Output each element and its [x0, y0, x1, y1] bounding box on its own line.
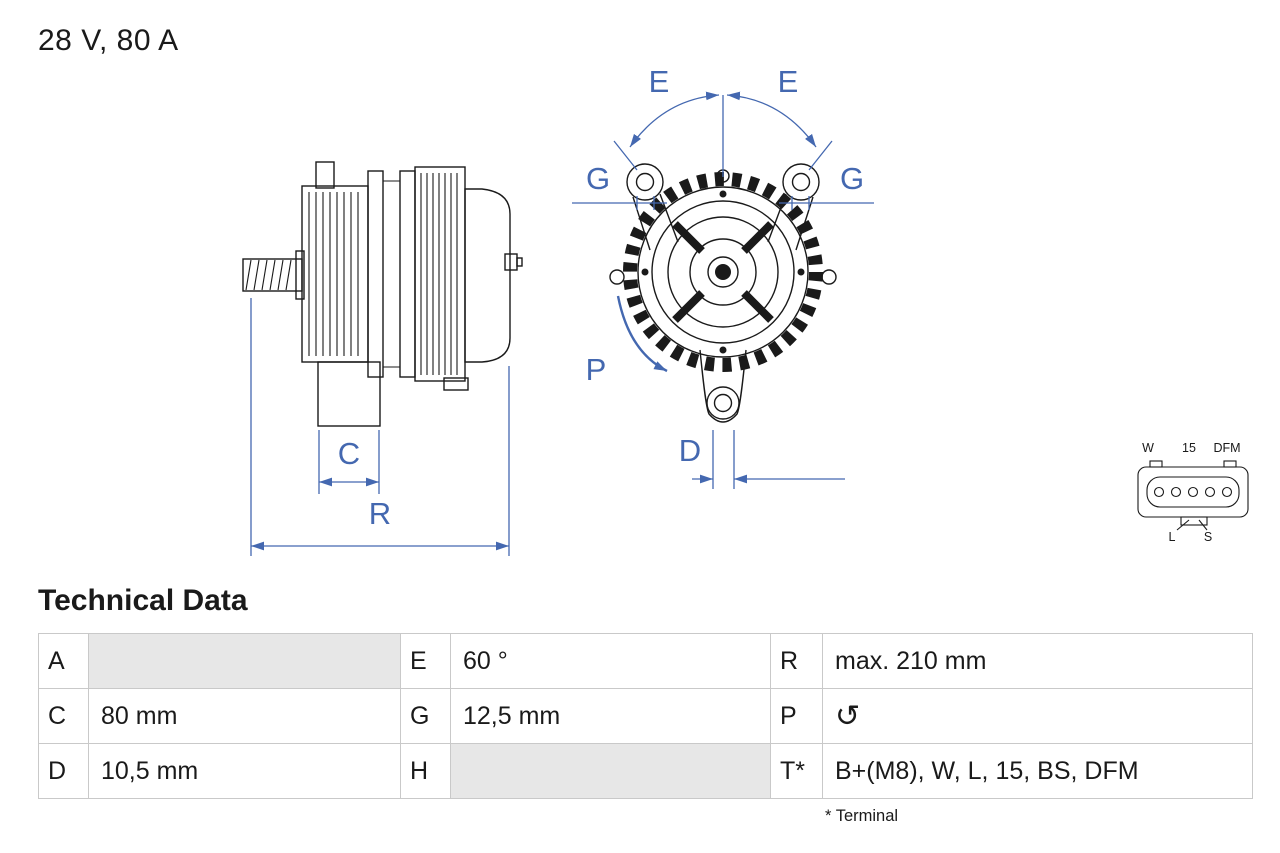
ccw-rotation-icon: ↺: [822, 688, 1253, 744]
dim-label-g-left: G: [586, 161, 610, 196]
mounting-ear-right: [767, 163, 820, 251]
dimension-d: D: [679, 430, 845, 489]
dim-label-g-right: G: [840, 161, 864, 196]
spec-value-g: 12,5 mm: [450, 688, 771, 744]
side-view-drawing: C R: [242, 161, 523, 556]
technical-data-section: Technical Data A E 60 ° R max. 210 mm C: [38, 584, 1253, 826]
dimension-e: E E: [613, 64, 833, 177]
dim-label-p: P: [586, 352, 607, 387]
connector-label-dfm: DFM: [1213, 441, 1240, 455]
connector-pin: [1153, 486, 1165, 498]
spec-key-d: D: [38, 743, 89, 799]
spec-value-a: [88, 633, 401, 689]
spec-key-e: E: [400, 633, 451, 689]
connector-label-15: 15: [1182, 441, 1196, 455]
front-view-drawing: E E G G P: [572, 64, 874, 489]
connector-label-w: W: [1142, 441, 1154, 455]
terminal-footnote: * Terminal: [825, 807, 899, 825]
spec-key-t: T*: [770, 743, 823, 799]
connector-pin: [1204, 486, 1216, 498]
dimension-c: C: [318, 430, 380, 494]
spec-value-e: 60 °: [450, 633, 771, 689]
dimension-r: R: [250, 298, 510, 556]
dim-label-r: R: [369, 496, 391, 531]
connector-label-s: S: [1204, 530, 1212, 544]
spec-value-c: 80 mm: [88, 688, 401, 744]
table-row: A E 60 ° R max. 210 mm: [38, 633, 1253, 689]
rotation-direction-p: P: [586, 295, 668, 387]
table-row: D 10,5 mm H T* B+(M8), W, L, 15, BS, DFM: [38, 743, 1253, 799]
dim-label-c: C: [338, 436, 360, 471]
spec-key-r: R: [770, 633, 823, 689]
connector-pin: [1187, 486, 1199, 498]
spec-key-h: H: [400, 743, 451, 799]
technical-data-title: Technical Data: [38, 584, 248, 617]
bottom-mounting-tab: [699, 349, 747, 423]
connector-pin: [1170, 486, 1182, 498]
table-row: C 80 mm G 12,5 mm P ↺: [38, 688, 1253, 744]
spec-value-h: [450, 743, 771, 799]
connector-diagram: W 15 DFM L S: [1137, 441, 1249, 544]
spec-value-t: B+(M8), W, L, 15, BS, DFM: [822, 743, 1253, 799]
dimension-g: G G: [572, 161, 874, 210]
connector-pin: [1221, 486, 1233, 498]
spec-key-c: C: [38, 688, 89, 744]
spec-value-d: 10,5 mm: [88, 743, 401, 799]
dim-label-e-right: E: [778, 64, 799, 99]
spec-key-p: P: [770, 688, 823, 744]
technical-data-table: A E 60 ° R max. 210 mm C 80 mm G 12,5 mm…: [38, 633, 1253, 799]
spec-value-r: max. 210 mm: [822, 633, 1253, 689]
mounting-ear-left: [626, 163, 679, 251]
rating-label: 28 V, 80 A: [38, 24, 179, 57]
spec-key-a: A: [38, 633, 89, 689]
dim-label-e-left: E: [649, 64, 670, 99]
connector-label-l: L: [1169, 530, 1176, 544]
spec-key-g: G: [400, 688, 451, 744]
dim-label-d: D: [679, 433, 701, 468]
